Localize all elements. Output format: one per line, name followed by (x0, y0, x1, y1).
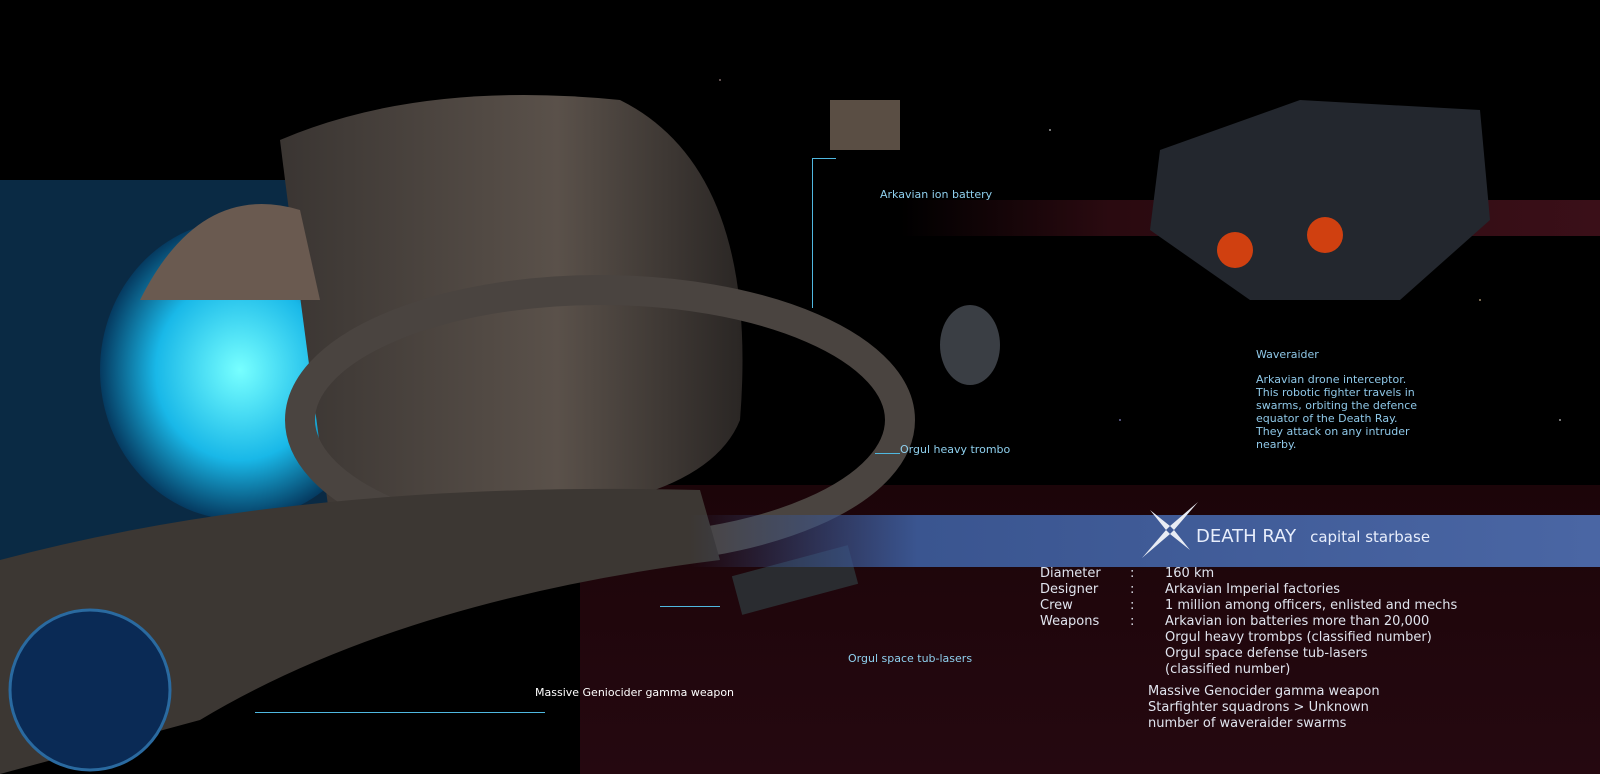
spec-value: 1 million among officers, enlisted and m… (1165, 598, 1458, 613)
spec-sep: : (1130, 566, 1135, 581)
spec-key: Diameter (1040, 566, 1101, 581)
spec-value: (classified number) (1165, 662, 1291, 677)
spec-row: Diameter: 160 km (1040, 566, 1457, 582)
heavy-trombo-label: Orgul heavy trombo (900, 443, 1011, 456)
callout-line (875, 453, 900, 454)
gamma-weapon-label: Massive Geniocider gamma weapon (535, 686, 735, 699)
spec-value: Orgul space defense tub-lasers (1165, 646, 1368, 661)
extra-weapons: Massive Genocider gamma weapon Starfight… (1148, 684, 1380, 732)
spec-table: Diameter: 160 km Designer: Arkavian Imperi… (1040, 566, 1457, 678)
extra-line: number of waveraider swarms (1148, 716, 1347, 731)
engine-glow (1307, 217, 1343, 253)
spec-sep: : (1130, 614, 1135, 629)
spec-row: Orgul space defense tub-lasers (1040, 646, 1457, 662)
spec-row: (classified number) (1040, 662, 1457, 678)
title-bar (690, 515, 1600, 567)
title-main: DEATH RAY (1196, 526, 1297, 547)
spec-row: Crew: 1 million among officers, enlisted … (1040, 598, 1457, 614)
spec-key: Crew (1040, 598, 1073, 613)
gamma-weapon-emitter (8, 608, 172, 772)
spec-row: Weapons: Arkavian ion batteries more than… (1040, 614, 1457, 630)
cap-plate (140, 204, 320, 300)
engine-glow (1217, 232, 1253, 268)
ion-battery-label: Arkavian ion battery (880, 188, 993, 201)
page-title: DEATH RAY capital starbase (1196, 526, 1430, 547)
waveraider-description: Arkavian drone interceptor. This robotic… (1256, 373, 1418, 451)
callout-line (660, 606, 720, 607)
title-subtitle: capital starbase (1310, 528, 1431, 546)
callout-line (255, 712, 545, 713)
spec-value: Arkavian Imperial factories (1165, 582, 1341, 597)
spec-sep: : (1130, 598, 1135, 613)
extra-line: Starfighter squadrons > Unknown (1148, 700, 1369, 715)
spec-value: Orgul heavy trombps (classified number) (1165, 630, 1432, 645)
waveraider-name: Waveraider (1256, 348, 1319, 361)
ion-battery-model (830, 100, 900, 150)
waveraider-model (1150, 100, 1490, 300)
waveraider-info: Waveraider Arkavian drone interceptor. T… (1256, 348, 1426, 451)
spec-value: Arkavian ion batteries more than 20,000 (1165, 614, 1430, 629)
spec-key: Designer (1040, 582, 1099, 597)
spec-row: Orgul heavy trombps (classified number) (1040, 630, 1457, 646)
trombo-model (940, 305, 1000, 385)
callout-line (812, 158, 813, 308)
compass-star-icon (1142, 502, 1198, 558)
callout-line (812, 158, 836, 159)
lower-hull (0, 488, 720, 774)
tub-lasers-label: Orgul space tub-lasers (848, 652, 973, 665)
spec-key: Weapons (1040, 614, 1100, 629)
spec-sep: : (1130, 582, 1135, 597)
extra-line: Massive Genocider gamma weapon (1148, 684, 1380, 699)
spec-row: Designer: Arkavian Imperial factories (1040, 582, 1457, 598)
spec-value: 160 km (1165, 566, 1215, 581)
